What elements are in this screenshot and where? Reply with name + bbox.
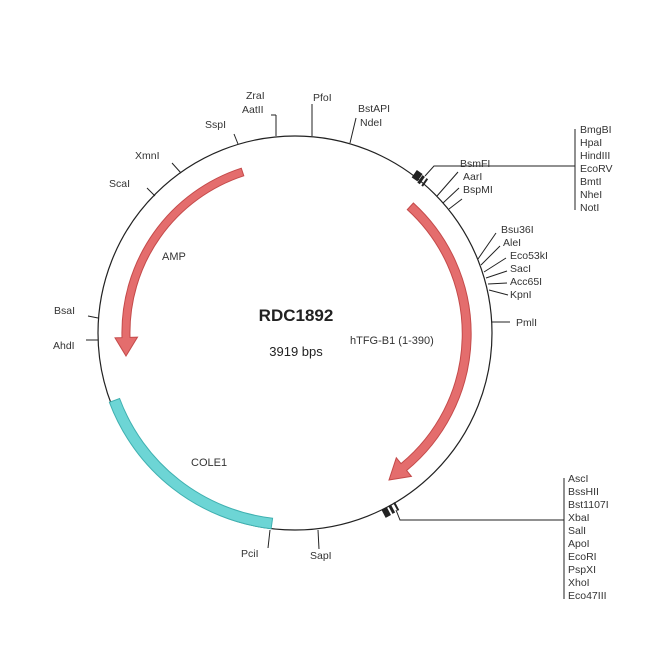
- site-label-pcii: PciI: [241, 548, 259, 560]
- tick-eco53ki: [483, 257, 507, 273]
- mcs-bottom-leader: [395, 509, 564, 521]
- tick-bsmfi: [436, 171, 459, 197]
- site-label-sspi: SspI: [205, 119, 226, 131]
- site-label-sapi: SapI: [310, 550, 332, 562]
- tick-pcii: [267, 529, 271, 549]
- site-label-acc65i: Acc65I: [510, 276, 542, 288]
- cole1-segment: [108, 397, 274, 530]
- site-label-pfoi: PfoI: [313, 92, 332, 104]
- tick-alei: [480, 245, 501, 266]
- site-label-scai: ScaI: [109, 178, 130, 190]
- site-label-bsmfi: BsmFI: [460, 158, 490, 170]
- plasmid-backbone: [97, 135, 493, 531]
- site-label-bsu36i: Bsu36I: [501, 224, 534, 236]
- site-label-ahdi: AhdI: [53, 340, 75, 352]
- mcs-top-leader: [424, 165, 575, 177]
- feature-label-amp: AMP: [162, 251, 186, 263]
- tick-saci: [485, 270, 508, 279]
- site-label-eco53ki: Eco53kI: [510, 250, 548, 262]
- mcs-bottom-site: Eco47III: [568, 590, 607, 602]
- mcs-bottom-site: XbaI: [568, 512, 590, 524]
- mcs-bottom-site: BssHII: [568, 486, 599, 498]
- tick-bsu36i: [477, 232, 497, 260]
- htfg-arrow: [388, 202, 472, 481]
- mcs-top-site: EcoRV: [580, 163, 613, 175]
- feature-label-cole1: COLE1: [191, 457, 227, 469]
- site-label-pmli: PmlI: [516, 317, 537, 329]
- mcs-top-site: BmtI: [580, 176, 602, 188]
- site-label-xmni: XmnI: [135, 150, 160, 162]
- mcs-bottom-site: SalI: [568, 525, 586, 537]
- tick-aari: [442, 187, 460, 204]
- tick-kpni: [488, 289, 509, 296]
- mcs-top-site: HpaI: [580, 137, 602, 149]
- mcs-bottom-site: EcoRI: [568, 551, 597, 563]
- site-label-kpni: KpnI: [510, 289, 532, 301]
- tick-xmni: [171, 162, 182, 174]
- mcs-top-marker: [411, 170, 429, 187]
- site-label-aari: AarI: [463, 171, 482, 183]
- tick-scai: [146, 187, 156, 197]
- mcs-bottom-site: Bst1107I: [568, 499, 609, 511]
- mcs-top-site: BmgBI: [580, 124, 612, 136]
- tick-sspi: [233, 133, 239, 145]
- tick-sapi: [317, 529, 320, 550]
- mcs-bottom-site: ApoI: [568, 538, 590, 550]
- mcs-bottom-site: PspXI: [568, 564, 596, 576]
- mcs-bottom-marker: [381, 501, 400, 518]
- amp-arrow: [114, 167, 245, 357]
- site-label-aatii: AatII: [242, 104, 264, 116]
- site-label-bstapi: BstAPI: [358, 103, 390, 115]
- plasmid-size: 3919 bps: [269, 344, 323, 359]
- mcs-top-site: NheI: [580, 189, 602, 201]
- site-label-alei: AleI: [503, 237, 521, 249]
- mcs-bottom-site: XhoI: [568, 577, 590, 589]
- mcs-top-site: NotI: [580, 202, 599, 214]
- site-label-bspmi: BspMI: [463, 184, 493, 196]
- site-label-saci: SacI: [510, 263, 531, 275]
- plasmid-name: RDC1892: [259, 306, 334, 325]
- tick-bsai: [87, 315, 99, 319]
- tick-bspmi: [448, 198, 463, 210]
- site-label-zrai: ZraI: [246, 90, 265, 102]
- site-label-bsai: BsaI: [54, 305, 75, 317]
- feature-label-htfg: hTFG-B1 (1-390): [350, 335, 434, 347]
- mcs-bottom-site: AscI: [568, 473, 588, 485]
- tick-bstapi: [349, 117, 357, 144]
- tick-acc65i: [487, 282, 508, 285]
- site-label-ndei: NdeI: [360, 117, 382, 129]
- mcs-top-site: HindIII: [580, 150, 610, 162]
